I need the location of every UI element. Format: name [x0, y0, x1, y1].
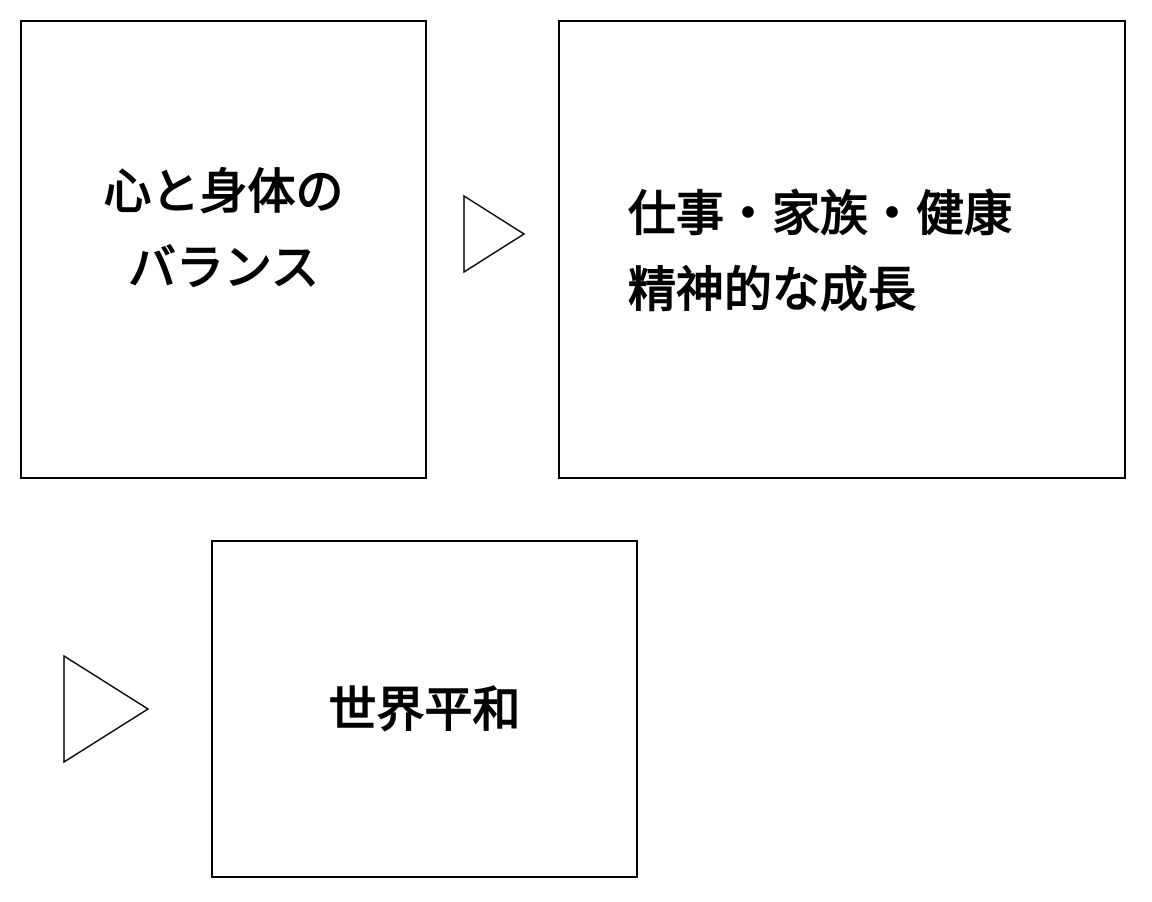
step-box-balance-line-2: バランス [127, 240, 320, 296]
step-box-life-areas-line-2: 精神的な成長 [628, 262, 917, 318]
step-box-life-areas: 仕事・家族・健康 精神的な成長 [558, 20, 1126, 479]
step-box-world-peace-line-1: 世界平和 [328, 682, 521, 738]
step-box-life-areas-text: 仕事・家族・健康 精神的な成長 [628, 176, 1012, 328]
triangle-right-icon [63, 654, 150, 764]
step-box-balance-line-1: 心と身体の [103, 164, 344, 220]
triangle-right-icon [463, 194, 526, 274]
step-box-life-areas-line-1: 仕事・家族・健康 [628, 186, 1013, 242]
step-box-world-peace-text: 世界平和 [213, 672, 636, 748]
step-box-balance: 心と身体の バランス [20, 20, 427, 479]
step-box-world-peace: 世界平和 [211, 540, 638, 878]
step-box-balance-text: 心と身体の バランス [22, 154, 425, 306]
